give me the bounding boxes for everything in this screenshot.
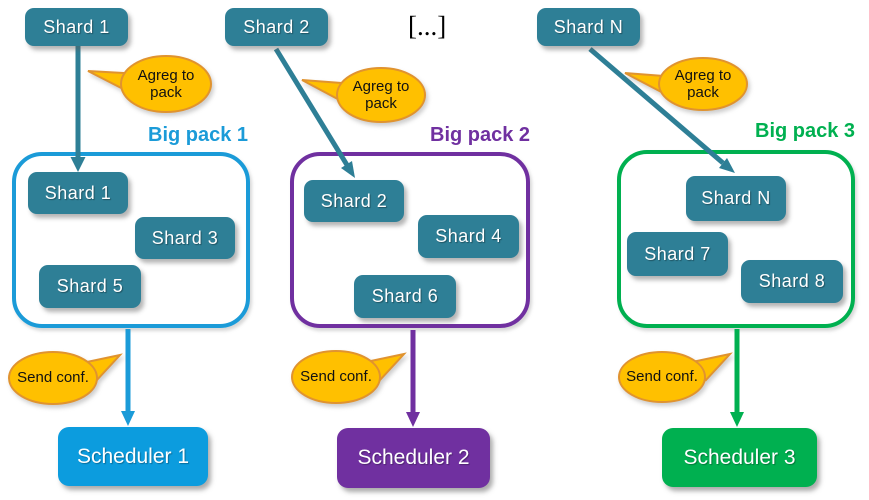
pack2-title: Big pack 2 (430, 124, 531, 146)
big-pack-2 (290, 152, 530, 328)
arrow-shardN-to-pack3 (588, 47, 735, 173)
pack2-shard-2: Shard 2 (304, 180, 404, 222)
source-shard-1: Shard 1 (25, 8, 128, 46)
send-bubble-3 (618, 351, 733, 403)
pack1-title: Big pack 1 (148, 124, 249, 146)
arrow-shard2-to-pack2 (273, 47, 355, 178)
send-bubble-label-1: Send conf. (17, 369, 89, 387)
more-shards-ellipsis: [...] (408, 11, 447, 41)
agreg-bubble-label-3: Agreg to pack (674, 66, 732, 101)
big-pack-1 (12, 152, 250, 328)
pack3-title: Big pack 3 (755, 120, 856, 142)
pack3-shard-7: Shard 7 (627, 232, 728, 276)
agreg-bubble-1 (87, 55, 212, 113)
pack1-shard-5: Shard 5 (39, 265, 141, 308)
arrow-pack1-to-scheduler1 (121, 329, 135, 426)
send-bubble-label-3: Send conf. (626, 368, 698, 386)
big-pack-3 (617, 150, 855, 328)
arrow-shard1-to-pack1 (70, 46, 86, 172)
source-shard-n: Shard N (537, 8, 640, 46)
scheduler-2: Scheduler 2 (337, 428, 490, 488)
scheduler-3: Scheduler 3 (662, 428, 817, 487)
arrow-pack3-to-scheduler3 (730, 329, 744, 427)
agreg-bubble-2 (301, 67, 426, 123)
agreg-bubble-label-1: Agreg to pack (137, 66, 195, 101)
pack3-shard-8: Shard 8 (741, 260, 843, 303)
pack2-shard-6: Shard 6 (354, 275, 456, 318)
send-bubble-label-2: Send conf. (300, 368, 372, 386)
agreg-bubble-3 (624, 57, 748, 111)
source-shard-2: Shard 2 (225, 8, 328, 46)
pack1-shard-3: Shard 3 (135, 217, 235, 259)
pack2-shard-4: Shard 4 (418, 215, 519, 258)
pack1-shard-1: Shard 1 (28, 172, 128, 214)
agreg-bubble-label-2: Agreg to pack (352, 77, 410, 112)
scheduler-1: Scheduler 1 (58, 427, 208, 486)
pack3-shard-n: Shard N (686, 176, 786, 221)
send-bubble-1 (8, 351, 123, 405)
arrow-pack2-to-scheduler2 (406, 330, 420, 427)
send-bubble-2 (291, 350, 407, 404)
